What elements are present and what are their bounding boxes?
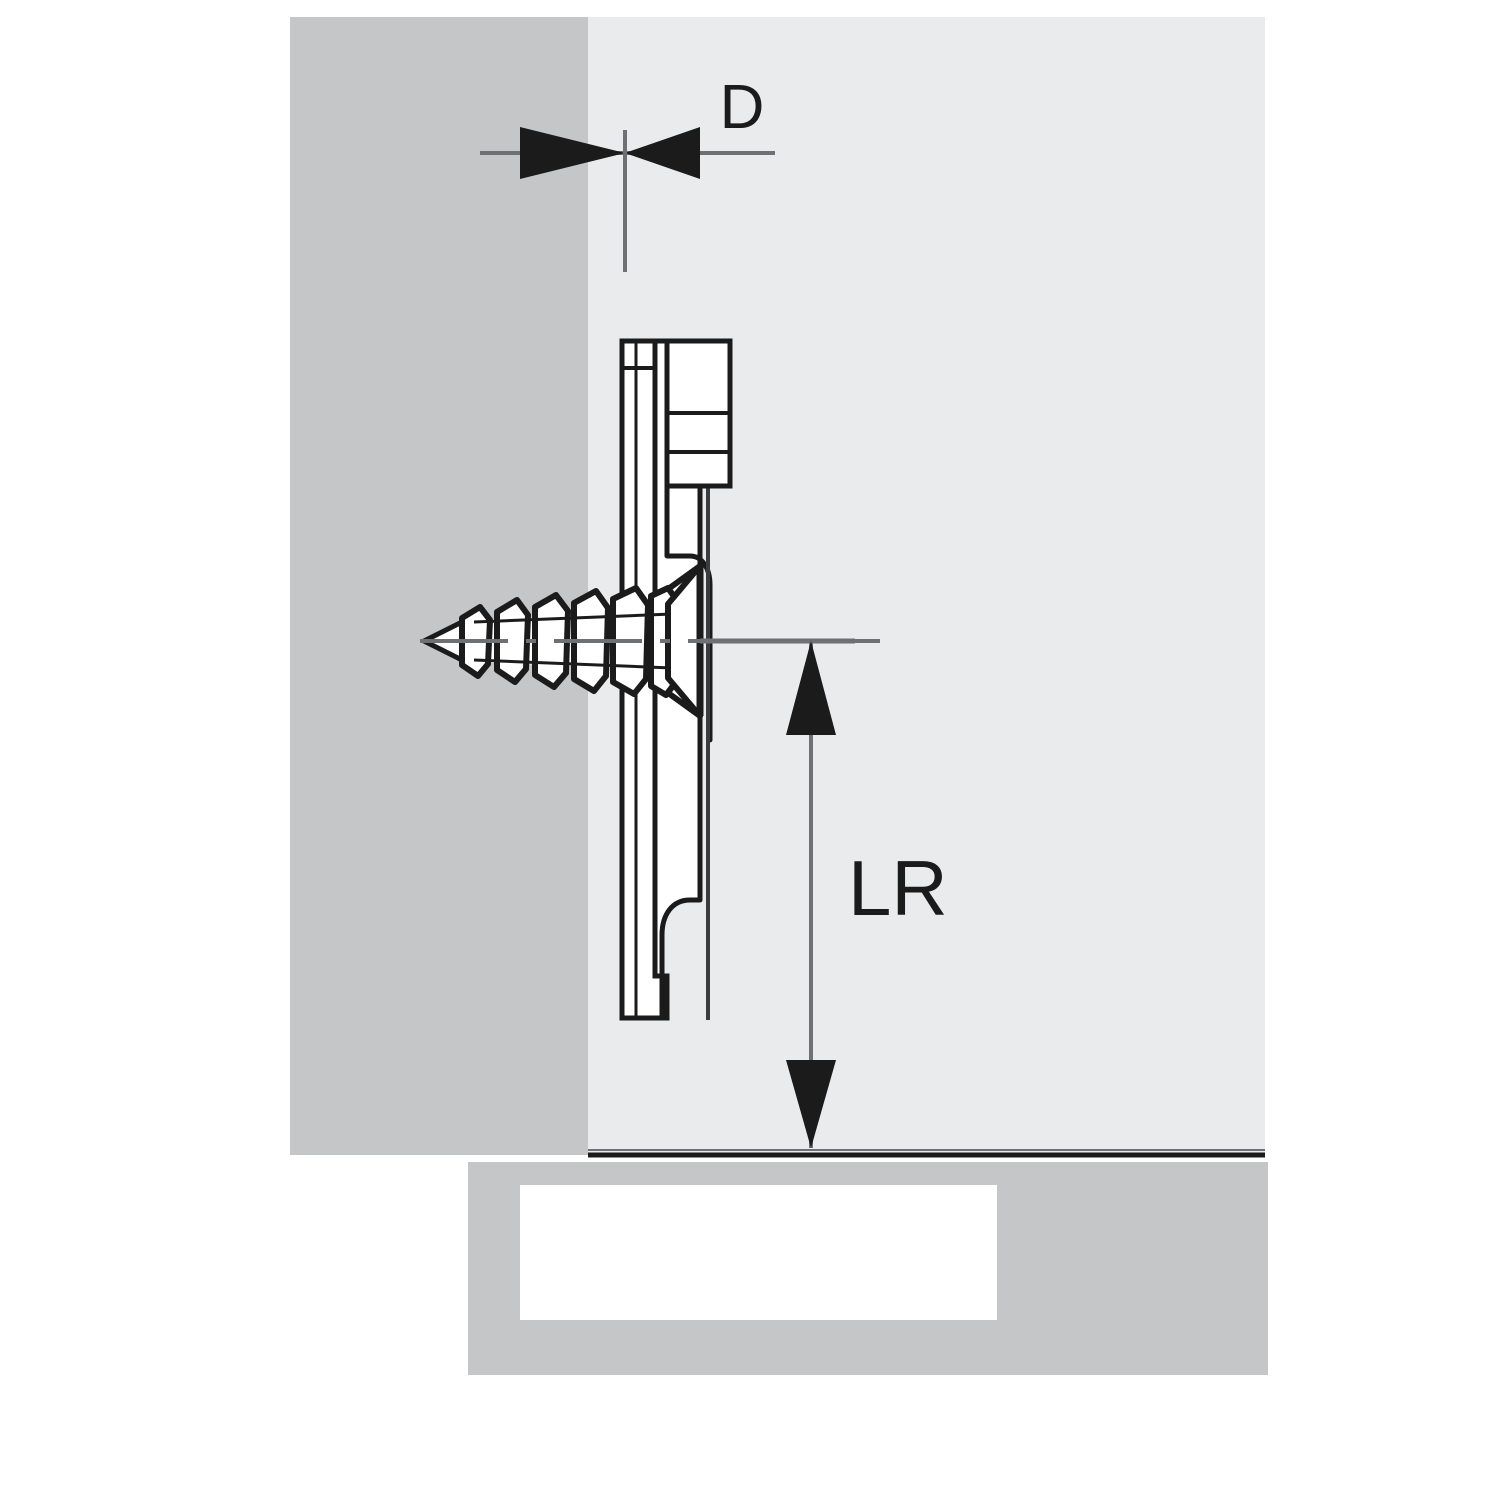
dimension-LR-arrow-bottom xyxy=(786,1060,836,1148)
dimension-D-arrow-left xyxy=(520,127,625,179)
dimension-D xyxy=(480,127,775,272)
cabinet-side-panel xyxy=(290,17,588,1155)
dimension-label-D: D xyxy=(720,73,765,142)
mounting-screw xyxy=(421,563,704,719)
screw-shank-top-line xyxy=(473,612,673,624)
hinge-mounting-plate xyxy=(619,338,733,1021)
dimension-D-arrow-right xyxy=(625,127,700,179)
bottom-panel-cutout xyxy=(520,1185,997,1320)
dimension-LR-arrow-top xyxy=(786,641,836,735)
screw-shank-bottom-line xyxy=(473,658,673,670)
dimension-LR xyxy=(700,638,855,1148)
dimension-label-LR: LR xyxy=(848,844,948,932)
